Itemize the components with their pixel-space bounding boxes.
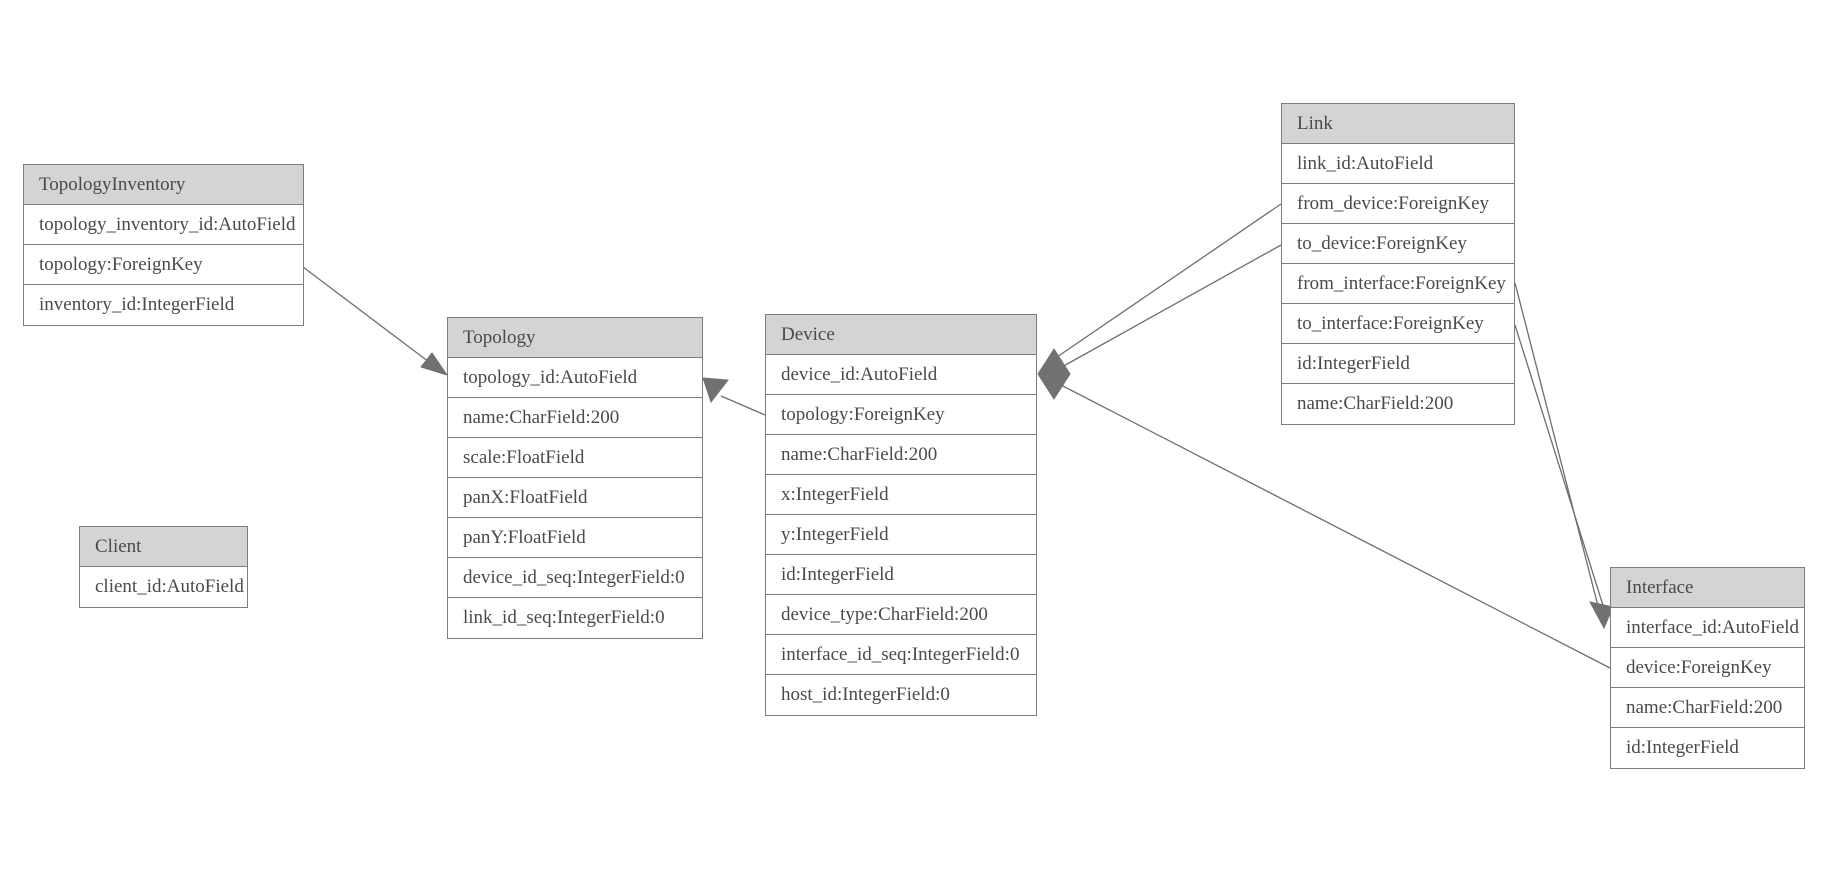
- entity-field-row: topology:ForeignKey: [24, 245, 303, 285]
- entity-field-label: x:IntegerField: [781, 483, 889, 505]
- entity-field-row: id:IntegerField: [1282, 344, 1514, 384]
- entity-field-row: y:IntegerField: [766, 515, 1036, 555]
- entity-field-label: id:IntegerField: [781, 563, 894, 585]
- entity-field-row: panX:FloatField: [448, 478, 702, 518]
- entity-field-row: link_id:AutoField: [1282, 144, 1514, 184]
- entity-field-row: scale:FloatField: [448, 438, 702, 478]
- entity-field-label: panX:FloatField: [463, 486, 588, 508]
- entity-field-row: name:CharField:200: [1611, 688, 1804, 728]
- entity-title: Device: [781, 323, 835, 345]
- entity-table-client: Client client_id:AutoField: [79, 526, 248, 608]
- entity-field-label: panY:FloatField: [463, 526, 586, 548]
- entity-field-label: device_id:AutoField: [781, 363, 938, 385]
- entity-field-label: link_id_seq:IntegerField:0: [463, 607, 665, 628]
- entity-table-link: Link link_id:AutoField from_device:Foreign…: [1281, 103, 1515, 425]
- entity-field-label: scale:FloatField: [463, 446, 585, 468]
- entity-field-label: name:CharField:200: [463, 406, 620, 428]
- arrowhead-at-topology-right: [702, 377, 729, 404]
- arrowhead-at-interface-left: [1589, 601, 1614, 630]
- entity-field-row: link_id_seq:IntegerField:0: [448, 598, 702, 638]
- entity-field-label: topology_id:AutoField: [463, 366, 638, 388]
- entity-field-row: name:CharField:200: [766, 435, 1036, 475]
- entity-field-label: device:ForeignKey: [1626, 656, 1772, 678]
- entity-field-row: interface_id_seq:IntegerField:0: [766, 635, 1036, 675]
- entity-field-row: client_id:AutoField: [80, 567, 247, 607]
- entity-field-label: device_type:CharField:200: [781, 603, 988, 625]
- entity-field-label: link_id:AutoField: [1297, 152, 1434, 174]
- entity-field-row: topology:ForeignKey: [766, 395, 1036, 435]
- entity-field-row: device_id:AutoField: [766, 355, 1036, 395]
- entity-field-row: name:CharField:200: [1282, 384, 1514, 424]
- entity-field-label: interface_id_seq:IntegerField:0: [781, 643, 1020, 665]
- entity-field-label: name:CharField:200: [1297, 393, 1454, 414]
- entity-field-label: client_id:AutoField: [95, 576, 244, 597]
- edge-interface-device: [1058, 383, 1611, 669]
- entity-header-link: Link: [1282, 104, 1514, 144]
- entity-field-row: device_type:CharField:200: [766, 595, 1036, 635]
- entity-field-row: topology_inventory_id:AutoField: [24, 205, 303, 245]
- entity-field-row: interface_id:AutoField: [1611, 608, 1804, 648]
- entity-field-row: to_interface:ForeignKey: [1282, 304, 1514, 344]
- entity-title: Interface: [1626, 576, 1694, 598]
- entity-field-label: from_device:ForeignKey: [1297, 192, 1490, 214]
- edge-link-from-device: [1056, 203, 1282, 358]
- entity-field-row: id:IntegerField: [766, 555, 1036, 595]
- entity-field-label: name:CharField:200: [781, 443, 938, 465]
- entity-field-label: id:IntegerField: [1297, 352, 1410, 374]
- edge-device-topology: [720, 395, 766, 416]
- entity-field-row: host_id:IntegerField:0: [766, 675, 1036, 715]
- entity-field-row: name:CharField:200: [448, 398, 702, 438]
- arrowhead-at-device-right: [1037, 348, 1071, 400]
- entity-title: Link: [1297, 112, 1333, 134]
- edge-link-from-interface: [1514, 282, 1599, 607]
- entity-title: Client: [95, 535, 142, 557]
- entity-header-device: Device: [766, 315, 1036, 355]
- entity-field-label: host_id:IntegerField:0: [781, 684, 950, 705]
- entity-field-label: device_id_seq:IntegerField:0: [463, 566, 685, 588]
- arrowhead-at-topology-left: [420, 352, 449, 376]
- edge-topologyinventory-topology: [302, 266, 430, 363]
- edge-link-to-interface: [1514, 324, 1607, 616]
- entity-table-topology: Topology topology_id:AutoField name:CharFi…: [447, 317, 703, 639]
- entity-field-row: x:IntegerField: [766, 475, 1036, 515]
- entity-title: TopologyInventory: [39, 173, 186, 195]
- entity-table-device: Device device_id:AutoField topology:Foreig…: [765, 314, 1037, 716]
- entity-field-label: name:CharField:200: [1626, 696, 1783, 718]
- entity-field-row: from_device:ForeignKey: [1282, 184, 1514, 224]
- entity-field-label: topology_inventory_id:AutoField: [39, 213, 296, 235]
- entity-header-interface: Interface: [1611, 568, 1804, 608]
- entity-field-row: id:IntegerField: [1611, 728, 1804, 768]
- entity-title: Topology: [463, 326, 536, 348]
- entity-field-label: y:IntegerField: [781, 523, 889, 545]
- entity-field-row: topology_id:AutoField: [448, 358, 702, 398]
- entity-field-label: topology:ForeignKey: [781, 403, 945, 425]
- entity-field-row: device_id_seq:IntegerField:0: [448, 558, 702, 598]
- entity-header-topology: Topology: [448, 318, 702, 358]
- entity-field-row: from_interface:ForeignKey: [1282, 264, 1514, 304]
- entity-field-row: device:ForeignKey: [1611, 648, 1804, 688]
- entity-field-label: topology:ForeignKey: [39, 253, 203, 275]
- entity-field-row: to_device:ForeignKey: [1282, 224, 1514, 264]
- entity-field-label: to_device:ForeignKey: [1297, 232, 1467, 254]
- entity-field-label: to_interface:ForeignKey: [1297, 312, 1484, 334]
- edge-link-to-device: [1059, 244, 1282, 369]
- entity-field-label: interface_id:AutoField: [1626, 616, 1800, 638]
- entity-field-label: id:IntegerField: [1626, 737, 1739, 758]
- entity-field-label: inventory_id:IntegerField: [39, 294, 235, 315]
- entity-table-topology-inventory: TopologyInventory topology_inventory_id:A…: [23, 164, 304, 326]
- entity-field-label: from_interface:ForeignKey: [1297, 272, 1506, 294]
- entity-field-row: panY:FloatField: [448, 518, 702, 558]
- entity-header-topology-inventory: TopologyInventory: [24, 165, 303, 205]
- entity-table-interface: Interface interface_id:AutoField device:Fo…: [1610, 567, 1805, 769]
- entity-header-client: Client: [80, 527, 247, 567]
- entity-field-row: inventory_id:IntegerField: [24, 285, 303, 325]
